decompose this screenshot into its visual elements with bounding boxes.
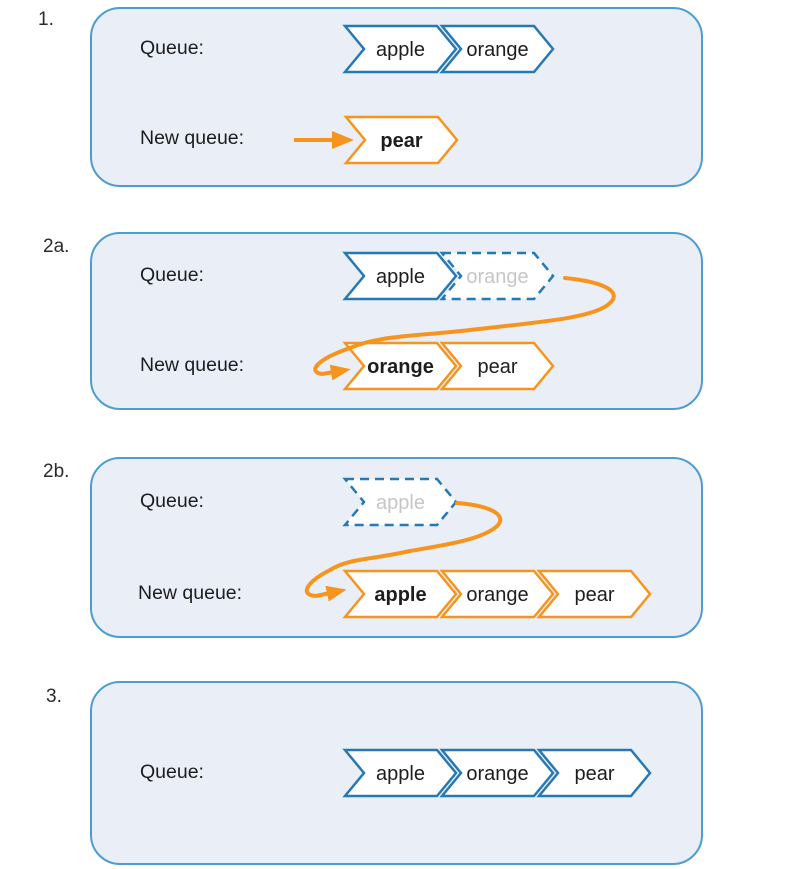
queue-item-shape-apple bbox=[342, 477, 458, 527]
queue-item-shape-pear bbox=[536, 748, 652, 798]
queue-strip: orange pear bbox=[342, 340, 558, 392]
queue-strip-svg: apple orange pear bbox=[342, 748, 652, 798]
arrow-svg bbox=[294, 131, 354, 149]
queue-item-shape-apple bbox=[342, 251, 458, 301]
queue-strip-svg: orange pear bbox=[342, 341, 555, 391]
panel-label-3: 3. bbox=[46, 686, 62, 707]
queue-strip: apple orange pear bbox=[342, 747, 655, 799]
dequeue-curve-arrow bbox=[290, 268, 650, 388]
queue-row-label: Queue: bbox=[140, 761, 204, 783]
queue-item-shape-pear bbox=[439, 341, 555, 391]
new-queue-row-label: New queue: bbox=[140, 127, 245, 149]
new-queue-row-label: New queue: bbox=[138, 582, 243, 604]
dequeue-curve-path bbox=[304, 501, 503, 602]
dequeue-curve-path bbox=[313, 276, 616, 381]
queue-item-text-apple: apple bbox=[376, 39, 425, 61]
dequeue-curve-arrow bbox=[290, 495, 650, 610]
queue-item-text-apple: apple bbox=[376, 492, 425, 514]
queue-strip-svg: apple orange pear bbox=[342, 569, 652, 619]
queue-strip-svg: pear bbox=[343, 115, 459, 165]
queue-item-shape-orange bbox=[439, 569, 555, 619]
queue-item-text-apple: apple bbox=[376, 266, 425, 288]
queue-item-shape-pear bbox=[343, 115, 459, 165]
queue-item-text-orange: orange bbox=[367, 356, 434, 378]
queue-row-label: Queue: bbox=[140, 37, 204, 59]
queue-row-label: Queue: bbox=[140, 264, 204, 286]
queue-item-text-orange: orange bbox=[466, 584, 528, 606]
queue-item-shape-orange bbox=[439, 251, 555, 301]
arrow-svg bbox=[313, 276, 616, 381]
queue-strip: apple orange pear bbox=[342, 568, 655, 620]
queue-row-label: Queue: bbox=[140, 490, 204, 512]
panel-label-2b: 2b. bbox=[43, 461, 70, 482]
queue-item-text-pear: pear bbox=[574, 763, 614, 785]
queue-strip: pear bbox=[343, 114, 462, 166]
queue-strip: apple orange bbox=[342, 23, 558, 75]
panel-label-1: 1. bbox=[38, 9, 54, 30]
queue-item-shape-apple bbox=[342, 24, 458, 74]
arrow-svg bbox=[304, 501, 503, 602]
queue-item-shape-pear bbox=[536, 569, 652, 619]
queue-item-text-pear: pear bbox=[380, 130, 422, 152]
queue-item-shape-orange bbox=[439, 748, 555, 798]
queue-strip-svg: apple orange bbox=[342, 24, 555, 74]
arrow-head-icon bbox=[332, 131, 354, 149]
queue-strip-svg: apple bbox=[342, 477, 458, 527]
enqueue-arrow bbox=[292, 128, 358, 152]
queue-item-shape-orange bbox=[439, 24, 555, 74]
new-queue-row-label: New queue: bbox=[140, 354, 245, 376]
queue-item-text-orange: orange bbox=[466, 763, 528, 785]
queue-item-shape-apple bbox=[342, 569, 458, 619]
queue-item-text-pear: pear bbox=[477, 356, 517, 378]
queue-strip-svg: apple orange bbox=[342, 251, 555, 301]
queue-item-shape-apple bbox=[342, 748, 458, 798]
queue-item-text-apple: apple bbox=[374, 584, 426, 606]
queue-item-text-orange: orange bbox=[466, 39, 528, 61]
queue-strip: apple orange bbox=[342, 250, 558, 302]
queue-item-text-pear: pear bbox=[574, 584, 614, 606]
panel-label-2a: 2a. bbox=[43, 236, 70, 257]
queue-item-text-apple: apple bbox=[376, 763, 425, 785]
queue-item-shape-orange bbox=[342, 341, 458, 391]
queue-item-text-orange: orange bbox=[466, 266, 528, 288]
queue-strip: apple bbox=[342, 476, 461, 528]
